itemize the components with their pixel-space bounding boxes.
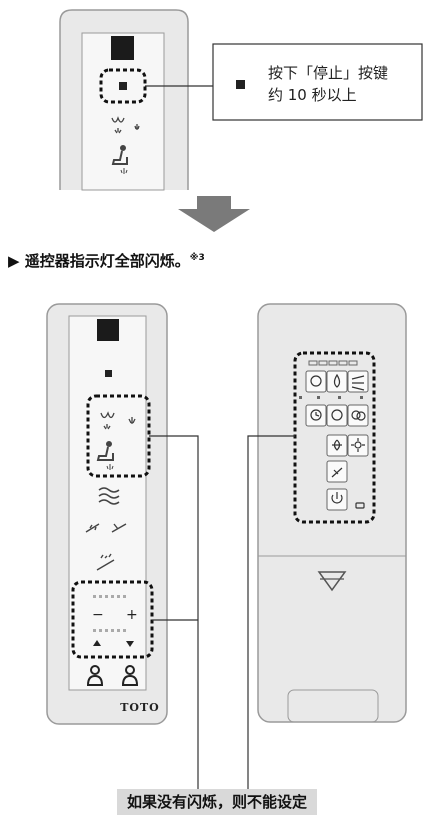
top-remote-closeup	[59, 9, 189, 191]
stop-square-icon	[236, 80, 245, 89]
battery-icon	[355, 502, 365, 509]
rear-wash-button[interactable]	[100, 411, 136, 430]
stop-button-highlight	[99, 68, 147, 104]
down-arrow-icon	[178, 196, 250, 232]
signal-window-top	[111, 36, 134, 60]
cleaning-icon[interactable]	[332, 439, 342, 451]
eco-double-leaf-icon[interactable]	[351, 410, 361, 420]
nozzle-position-icon[interactable]	[351, 375, 365, 391]
level-indicator-bottom	[93, 629, 126, 632]
water-temp-icon[interactable]	[333, 373, 341, 388]
inner-panel-highlight	[293, 351, 376, 524]
right-remote	[257, 303, 407, 723]
open-cover-triangle-icon	[317, 571, 347, 592]
level-indicator-top	[93, 595, 126, 598]
nozzle-clean-icon[interactable]	[331, 467, 343, 478]
bidet-button[interactable]	[96, 441, 114, 471]
timer-icon[interactable]	[310, 409, 322, 421]
callout-text: 按下「停止」按键 约 10 秒以上	[268, 62, 418, 106]
callout-line-2: 约 10 秒以上	[268, 86, 357, 104]
connector-lines	[149, 435, 295, 789]
flush-button-icon[interactable]	[85, 523, 127, 533]
user-2-button-icon[interactable]	[121, 665, 139, 686]
eco-leaf-icon[interactable]	[331, 409, 343, 421]
signal-window-left	[97, 319, 119, 341]
user-1-button-icon[interactable]	[86, 665, 104, 686]
func-button-grid	[305, 370, 369, 511]
bidet-icon	[111, 145, 128, 174]
caption: ▶ 遥控器指示灯全部闪烁。※3	[8, 250, 205, 271]
wash-buttons-highlight	[86, 394, 151, 478]
minus-button[interactable]: −	[92, 607, 104, 623]
caption-text: ▶ 遥控器指示灯全部闪烁。	[8, 252, 190, 270]
rear-wash-icon	[111, 116, 140, 134]
power-icon[interactable]	[331, 492, 343, 504]
callout-line-1: 按下「停止」按键	[268, 64, 389, 82]
stepper-highlight	[71, 580, 154, 659]
water-pressure-icon[interactable]	[310, 375, 322, 387]
caption-note: ※3	[189, 253, 205, 263]
left-remote	[46, 303, 168, 725]
deodorizer-button-icon[interactable]	[96, 553, 115, 571]
footer-banner: 如果没有闪烁，则不能设定	[117, 789, 317, 815]
plus-button[interactable]: +	[126, 607, 138, 623]
brand-logo: TOTO	[120, 701, 160, 714]
dryer-button-icon[interactable]	[98, 487, 120, 505]
stop-button[interactable]	[105, 370, 112, 377]
up-triangle-button[interactable]	[93, 640, 101, 646]
stop-button-icon[interactable]	[119, 82, 127, 90]
settings-gear-icon[interactable]	[354, 441, 362, 449]
callout-box	[212, 43, 423, 121]
down-triangle-button[interactable]	[126, 641, 134, 647]
